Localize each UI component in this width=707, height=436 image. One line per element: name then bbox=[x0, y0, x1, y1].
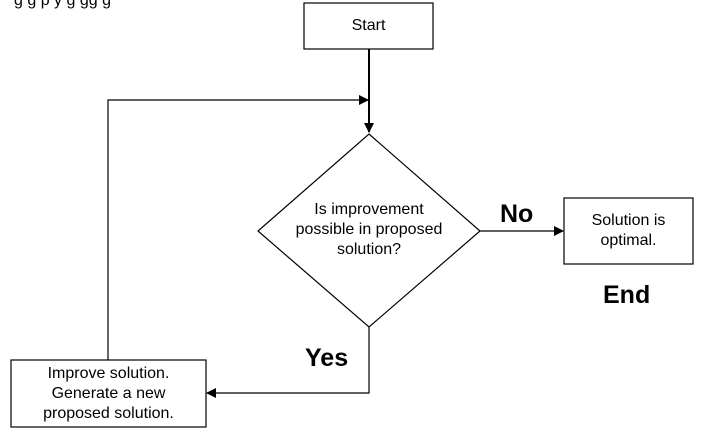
yes-label: Yes bbox=[305, 344, 349, 372]
optimal-box bbox=[563, 197, 694, 265]
decision-label: Is improvement possible in proposed solu… bbox=[295, 201, 443, 258]
improve-box bbox=[10, 359, 207, 428]
loop-back-arrow bbox=[107, 95, 369, 360]
no-label: No bbox=[500, 200, 534, 228]
start-label: Start bbox=[351, 17, 386, 34]
end-label: End bbox=[603, 281, 651, 309]
improve-label: Improve solution. Generate a new propose… bbox=[43, 364, 174, 422]
cut-off-header-text: g g p y g gg g bbox=[14, 0, 111, 9]
optimal-label: Solution is optimal. bbox=[591, 212, 666, 249]
yes-arrow bbox=[206, 327, 370, 398]
